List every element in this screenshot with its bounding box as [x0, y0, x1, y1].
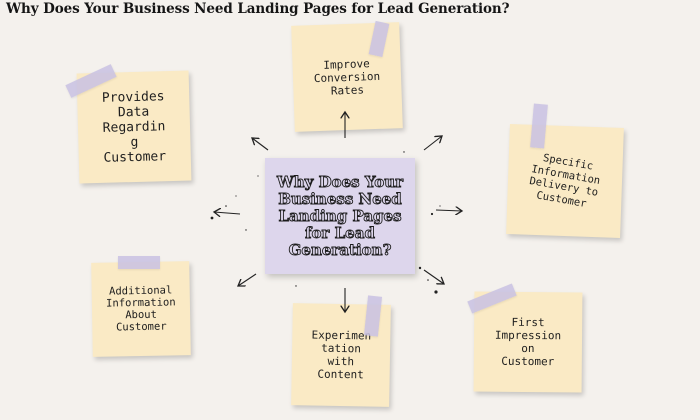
- arrow-icon: [252, 138, 269, 151]
- arrow-icon: [423, 136, 442, 151]
- center-note: Why Does Your Business Need Landing Page…: [265, 158, 415, 274]
- arrow-icon: [435, 210, 462, 211]
- arrow-icon: [238, 273, 257, 286]
- page-title: Why Does Your Business Need Landing Page…: [6, 1, 510, 17]
- tape: [118, 256, 160, 269]
- arrow-icon: [214, 212, 241, 214]
- arrow-icon: [423, 269, 444, 284]
- center-note-text: Why Does Your Business Need Landing Page…: [276, 172, 404, 259]
- ink-splatter: [210, 151, 441, 294]
